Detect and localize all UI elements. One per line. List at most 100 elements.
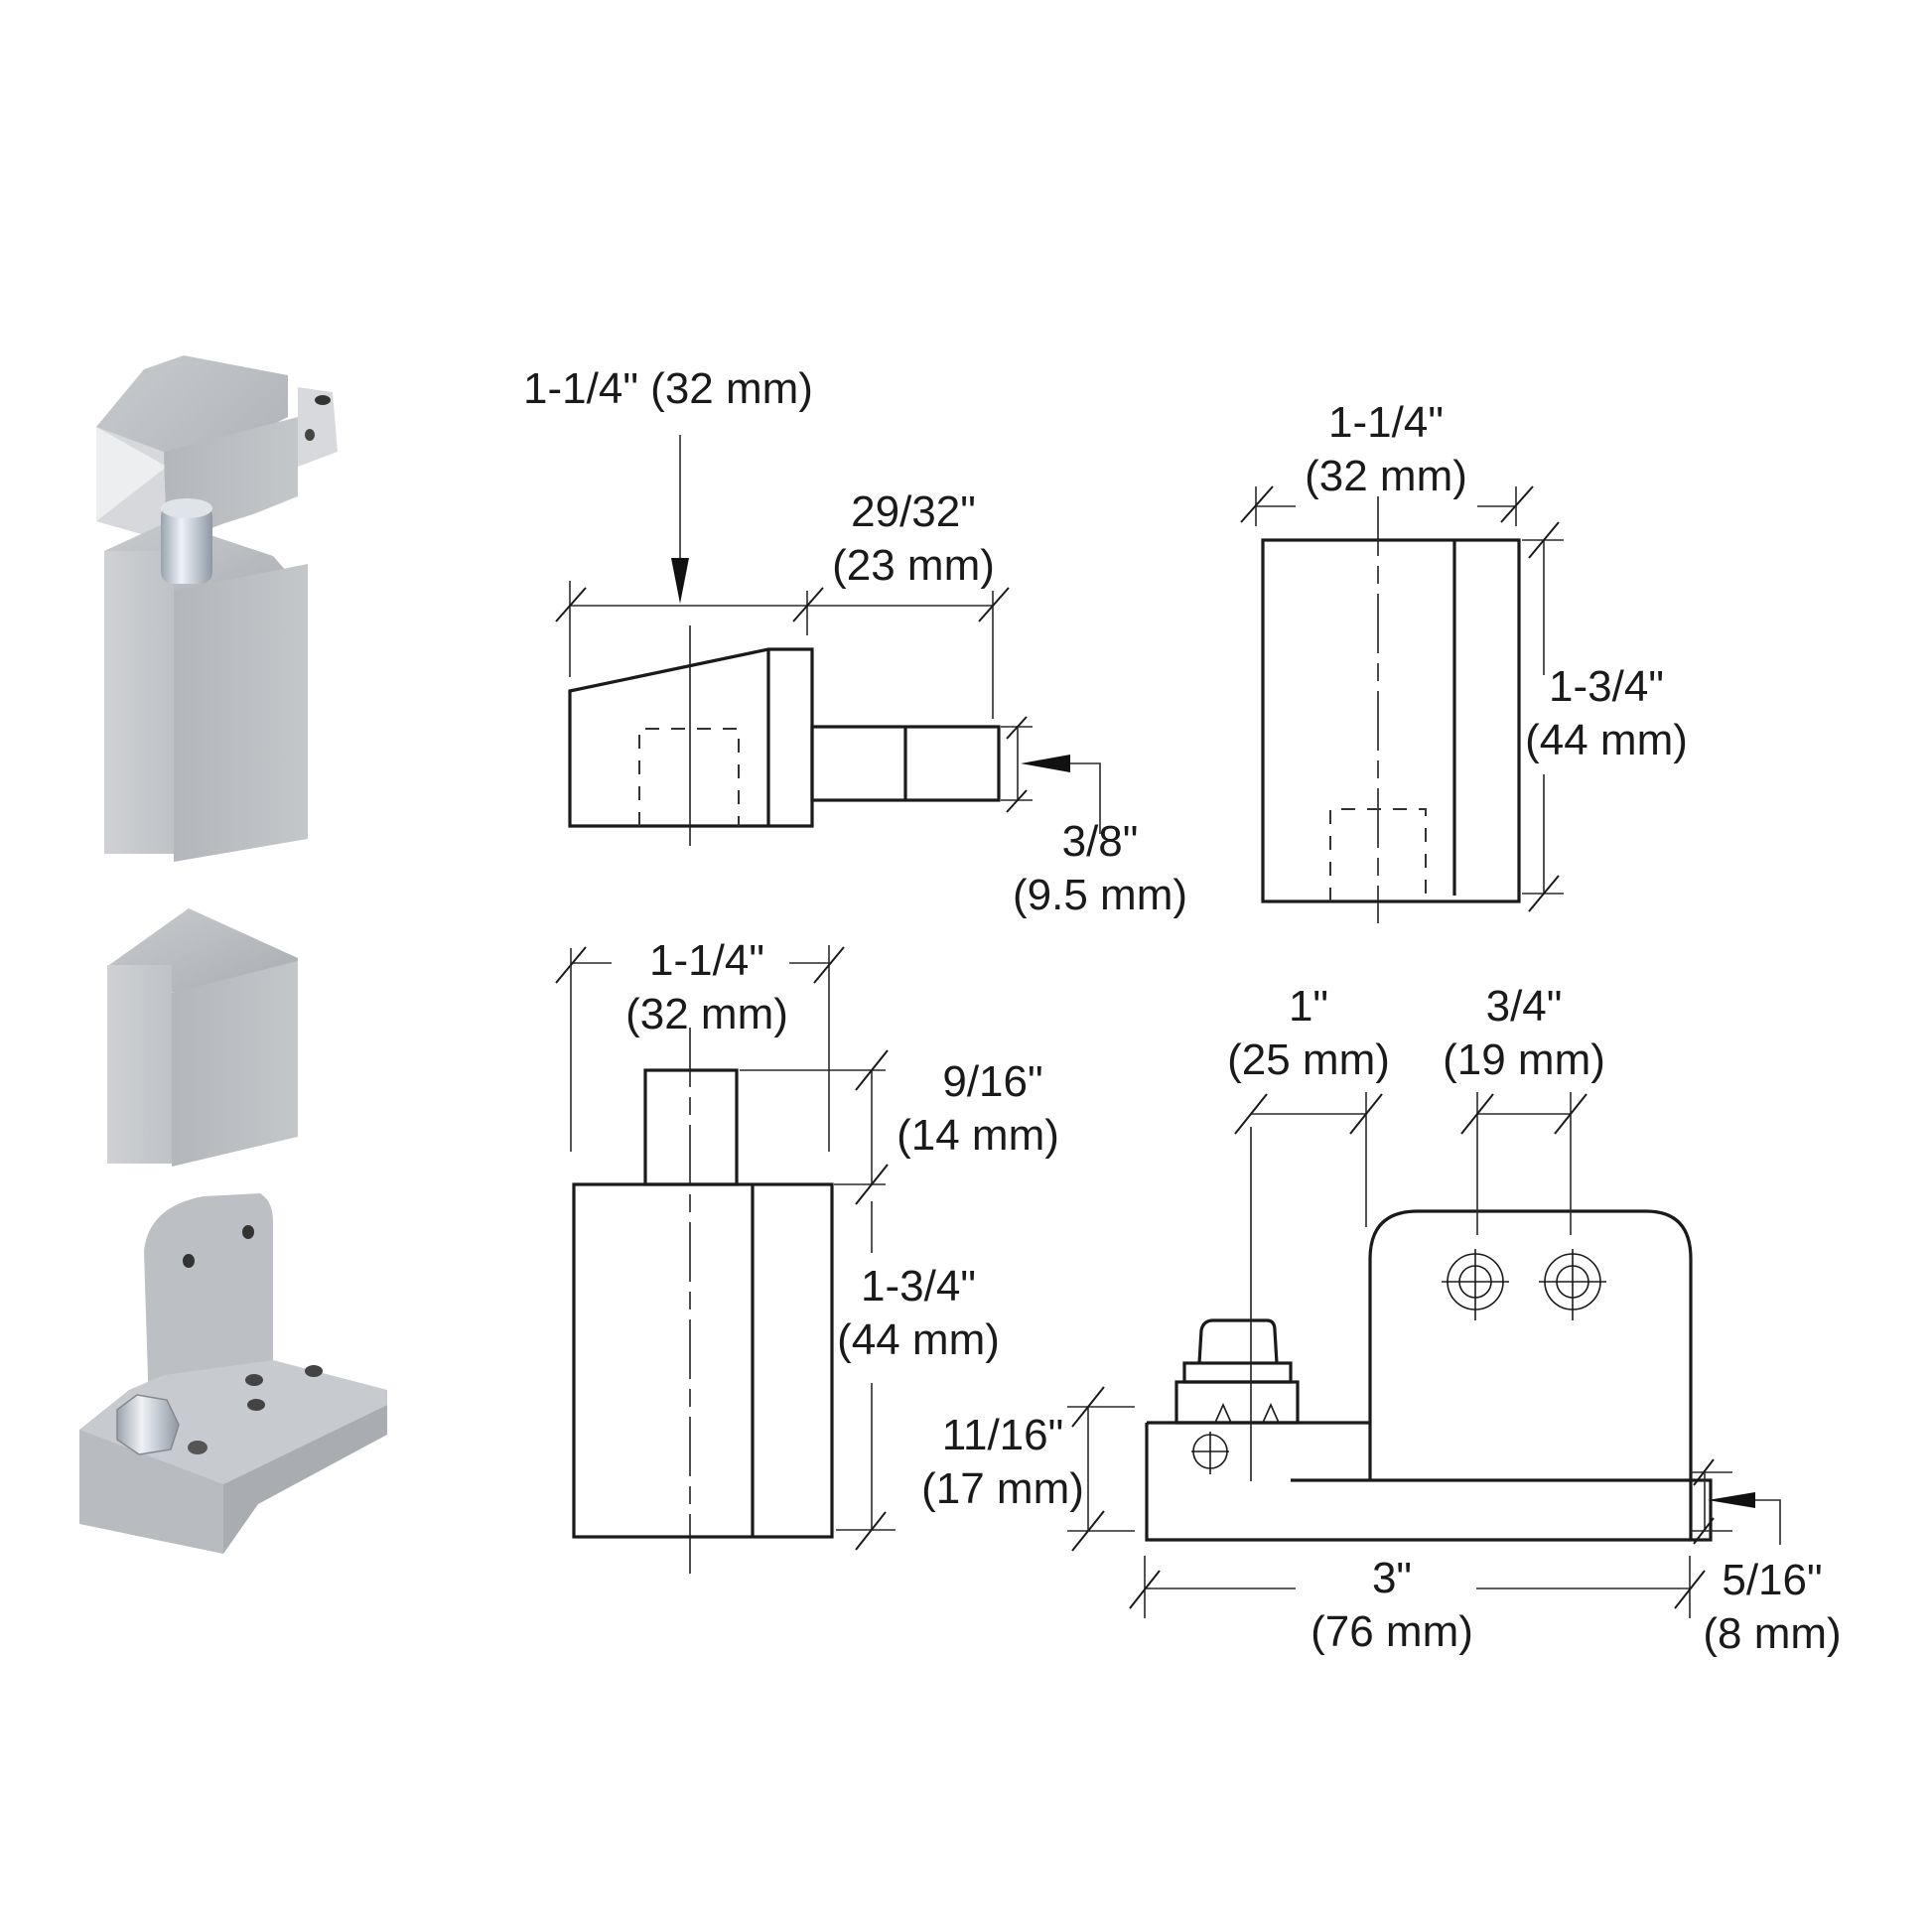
dim-label-width-metric: (32 mm) [1305, 452, 1467, 500]
body-side [104, 551, 174, 854]
leader-line [1755, 1499, 1781, 1545]
dim-label-pin-imperial: 9/16" [942, 1057, 1042, 1106]
screw-hole-icon [247, 1399, 265, 1411]
dim-label-length-imperial: 3" [1372, 1554, 1412, 1602]
dim-tick [1234, 1093, 1268, 1135]
dim-tick [1528, 521, 1560, 559]
dim-label-overall: 1-1/4" (32 mm) [523, 364, 813, 413]
dim-label-pin-imperial: 3/8" [1062, 817, 1139, 866]
dim-label-height-imperial: 1-3/4" [1549, 662, 1664, 711]
upright-outline [1368, 1209, 1693, 1480]
body-outline [1261, 538, 1521, 903]
dim-tick [792, 587, 824, 622]
dim-tick [1674, 1570, 1706, 1609]
bracket-base-front [79, 1430, 223, 1554]
screw-hole-icon [245, 1374, 263, 1386]
pin-outline [643, 1068, 739, 1186]
view-top-pivot-side: 1-1/4" (32 mm) 29/32" (23 mm) 3/8" (9.5 … [523, 364, 1187, 919]
dim-label-height-imperial: 1-3/4" [861, 1262, 976, 1311]
arrow-left-icon [1021, 755, 1070, 772]
photo-bottom-pivot-cap [107, 908, 298, 1167]
mounting-hole-icon [1539, 1249, 1606, 1320]
dim-tick [1349, 1093, 1383, 1135]
view-pivot-body-front: 1-1/4" (32 mm) 1-3/4" (44 mm) [1240, 398, 1688, 923]
body-front-face [174, 564, 308, 862]
dim-tick [978, 587, 1010, 622]
body-outline [572, 1182, 834, 1539]
dim-tick [1528, 875, 1560, 912]
arrow-left-icon [1708, 1492, 1755, 1508]
nut-base [1174, 1380, 1300, 1425]
bracket-base-top [79, 1360, 387, 1484]
screw-hole-icon [305, 429, 315, 441]
arrow-down-icon [671, 558, 689, 604]
photo-floor-bracket [79, 1193, 387, 1554]
dim-tick [1071, 1510, 1105, 1552]
view-pivot-with-pin-front: 1-1/4" (32 mm) 9/16" (14 mm) 1-3/4" (44 … [555, 936, 1059, 1574]
set-screw-icon [1191, 1432, 1229, 1474]
pivot-pin [161, 504, 212, 584]
dim-label-width-metric: (32 mm) [625, 990, 788, 1038]
dim-label-hole-spacing-metric: (19 mm) [1443, 1035, 1605, 1084]
dim-label-arm-imperial: 29/32" [851, 487, 976, 536]
dim-tick [1693, 1517, 1715, 1545]
dim-tick [1129, 1570, 1161, 1609]
dim-tick [1240, 485, 1274, 523]
dim-label-length-metric: (76 mm) [1311, 1607, 1473, 1656]
hex-nut-icon [116, 1394, 180, 1455]
dim-label-base-height-metric: (17 mm) [921, 1464, 1084, 1513]
dim-tick [1500, 485, 1534, 523]
dim-tick [813, 946, 845, 984]
arm-bevel-face [96, 427, 167, 521]
dim-label-arm-metric: (23 mm) [832, 541, 995, 590]
dim-tick [555, 946, 587, 984]
hidden-bore [1329, 808, 1427, 901]
leader-line [1070, 762, 1101, 834]
dim-label-plate-metric: (8 mm) [1703, 1609, 1841, 1658]
plate-end [1689, 1478, 1713, 1542]
dim-label-pivot-offset-imperial: 1" [1289, 982, 1328, 1031]
nut-washer [1182, 1361, 1293, 1384]
view-bracket-side: 1" (25 mm) 3/4" (19 mm) 11/16" (17 mm) 3… [921, 982, 1842, 1658]
dim-label-base-height-imperial: 11/16" [942, 1411, 1063, 1459]
dim-tick [1693, 1458, 1715, 1486]
dim-label-pin-metric: (9.5 mm) [1013, 871, 1187, 919]
dim-label-width-imperial: 1-1/4" [649, 936, 764, 985]
dim-label-pivot-offset-metric: (25 mm) [1227, 1035, 1390, 1084]
screw-hole-icon [242, 1225, 254, 1239]
bracket-upright [144, 1193, 273, 1410]
dim-tick [855, 1049, 889, 1091]
body-outline [568, 647, 814, 828]
dim-label-plate-imperial: 5/16" [1722, 1556, 1822, 1604]
dim-tick [1006, 716, 1028, 740]
dim-tick [855, 1511, 887, 1551]
screw-hole-icon [305, 1365, 323, 1377]
cap-front-face [172, 961, 298, 1167]
bracket-base-side [223, 1405, 387, 1554]
dim-tick [555, 587, 587, 622]
dim-tick [1554, 1093, 1587, 1135]
dim-tick [1460, 1093, 1494, 1135]
dim-label-hole-spacing-imperial: 3/4" [1486, 982, 1563, 1031]
mounting-hole-icon [1442, 1249, 1509, 1320]
photo-top-pivot-arm [96, 355, 338, 541]
photo-top-pivot-with-pin [104, 498, 308, 862]
nut-serrations [1214, 1403, 1280, 1424]
nut-cap [1197, 1318, 1279, 1364]
cap-side [107, 965, 172, 1164]
dim-label-pin-metric: (14 mm) [897, 1111, 1059, 1160]
dim-tick [1006, 789, 1028, 813]
hidden-bore [638, 728, 740, 826]
dim-label-height-metric: (44 mm) [1525, 716, 1688, 764]
base-outline [1145, 1423, 1691, 1542]
screw-hole-icon [183, 1254, 195, 1268]
screw-hole-icon [315, 395, 331, 405]
pivot-nut [1174, 1127, 1300, 1481]
dim-tick [855, 1164, 889, 1205]
dim-label-height-metric: (44 mm) [837, 1315, 1000, 1364]
dim-label-width-imperial: 1-1/4" [1328, 398, 1444, 447]
pivot-pin-top [161, 498, 212, 518]
screw-slot-icon [188, 1441, 207, 1454]
arm-knuckle [298, 387, 338, 467]
